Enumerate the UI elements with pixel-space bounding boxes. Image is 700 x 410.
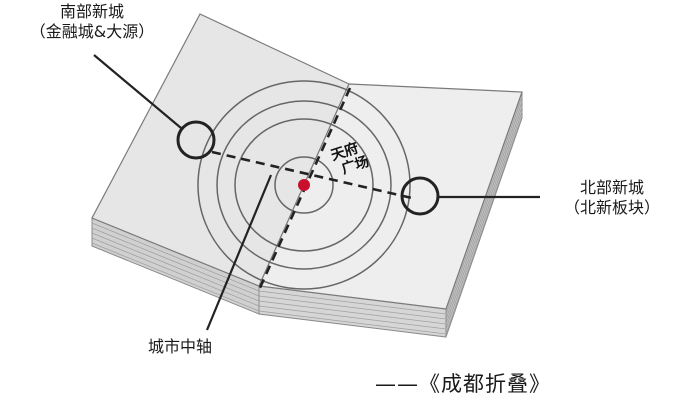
north-new-city-name: 北部新城 xyxy=(579,178,644,197)
south-new-city-marker xyxy=(176,120,216,160)
north-new-city-label: 北部新城 （北新板块） xyxy=(552,178,672,218)
south-new-city-label: 南部新城 （金融城&大源） xyxy=(22,2,162,42)
leader-lines xyxy=(93,54,540,331)
east-west-dashed-axis xyxy=(211,150,413,200)
tianfu-square-dot xyxy=(298,179,310,191)
axis-leader-line xyxy=(205,174,273,331)
ring-3 xyxy=(216,100,392,270)
south-new-city-note: （金融城&大源） xyxy=(29,22,155,41)
ring-2 xyxy=(234,118,374,252)
ring-1 xyxy=(274,156,334,214)
north-new-city-note: （北新板块） xyxy=(563,198,660,217)
city-axis-label: 城市中轴 xyxy=(148,337,213,356)
south-leader-line xyxy=(93,54,182,129)
south-new-city-name: 南部新城 xyxy=(59,2,124,21)
ring-4 xyxy=(197,80,411,290)
concentric-rings xyxy=(197,80,411,290)
north-new-city-marker xyxy=(400,176,440,216)
caption: ——《成都折叠》 xyxy=(375,372,551,396)
